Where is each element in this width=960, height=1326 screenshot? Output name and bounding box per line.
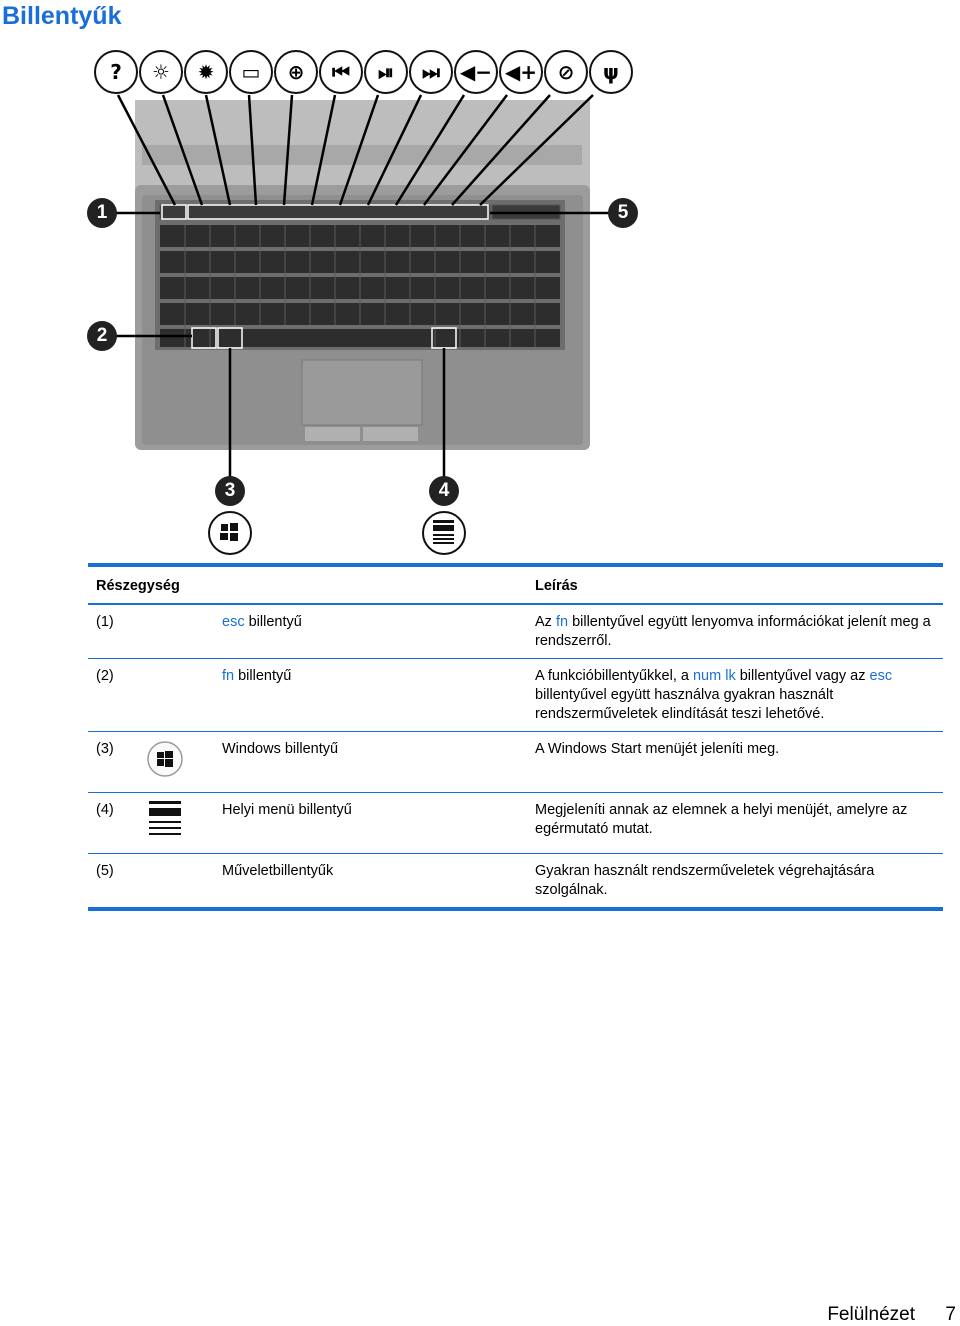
windows-logo-icon <box>146 740 184 784</box>
volume-up-icon: ◀+ <box>499 50 543 94</box>
row-name: Windows billentyű <box>222 741 339 757</box>
volume-down-icon: ◀− <box>454 50 498 94</box>
display-switch-icon: ▭ <box>229 50 273 94</box>
callout-4: 4 <box>429 476 459 506</box>
table-top-rule <box>88 563 943 567</box>
row-name: fn billentyű <box>222 667 291 686</box>
brightness-down-icon: ☼ <box>139 50 183 94</box>
row-description: Gyakran használt rendszerműveletek végre… <box>535 863 875 898</box>
brightness-up-icon: ✹ <box>184 50 228 94</box>
row-number: (2) <box>96 668 114 684</box>
table-row: (3) Windows billentyű A Windows Start me… <box>88 731 943 792</box>
component-table: Részegység Leírás (1) esc billentyű Az f… <box>88 563 943 911</box>
row-number: (5) <box>96 863 114 879</box>
page-number: 7 <box>945 1304 956 1325</box>
row-description: Megjeleníti annak az elemnek a helyi men… <box>535 802 908 837</box>
callout-2: 2 <box>87 321 117 351</box>
row-name-text: billentyű <box>244 614 302 630</box>
header-description: Leírás <box>535 578 578 594</box>
play-pause-icon: ⏯ <box>364 50 408 94</box>
table-row: (5) Műveletbillentyűk Gyakran használt r… <box>88 853 943 907</box>
windows-logo-icon <box>208 511 252 555</box>
row-name-keyword: fn <box>222 668 235 684</box>
row-name: Helyi menü billentyű <box>222 802 352 818</box>
callout-3: 3 <box>215 476 245 506</box>
laptop-keyboard-illustration <box>116 94 610 480</box>
table-row: (4) Helyi menü billentyű Megjeleníti ann… <box>88 792 943 853</box>
row-description: A funkcióbillentyűkkel, a num lk billent… <box>535 668 893 722</box>
row-name-keyword: esc <box>222 614 245 630</box>
menu-icon <box>146 799 184 845</box>
wireless-icon: ψ <box>589 50 633 94</box>
row-description: A Windows Start menüjét jeleníti meg. <box>535 741 780 757</box>
table-row: (2) fn billentyű A funkcióbillentyűkkel,… <box>88 658 943 731</box>
callout-5: 5 <box>608 198 638 228</box>
row-number: (1) <box>96 614 114 630</box>
mute-icon: ⊘ <box>544 50 588 94</box>
web-icon: ⊕ <box>274 50 318 94</box>
row-name: esc billentyű <box>222 613 302 632</box>
header-part: Részegység <box>96 578 180 594</box>
table-bottom-rule <box>88 907 943 911</box>
keyboard-figure: ? ☼ ✹ ▭ ⊕ ⏮ ⏯ ⏭ ◀− ◀+ ⊘ ψ 1 2 3 4 5 <box>80 45 680 560</box>
footer-section-name: Felülnézet <box>827 1304 915 1325</box>
previous-track-icon: ⏮ <box>319 50 363 94</box>
row-number: (3) <box>96 741 114 757</box>
next-track-icon: ⏭ <box>409 50 453 94</box>
row-name: Műveletbillentyűk <box>222 863 334 879</box>
row-description: Az fn billentyűvel együtt lenyomva infor… <box>535 614 931 649</box>
menu-icon <box>422 511 466 555</box>
row-number: (4) <box>96 802 114 818</box>
row-name-text: billentyű <box>234 668 292 684</box>
table-header-row: Részegység Leírás <box>88 567 943 603</box>
help-icon: ? <box>94 50 138 94</box>
function-key-icon-row: ? ☼ ✹ ▭ ⊕ ⏮ ⏯ ⏭ ◀− ◀+ ⊘ ψ <box>94 50 633 94</box>
callout-1: 1 <box>87 198 117 228</box>
table-row: (1) esc billentyű Az fn billentyűvel egy… <box>88 603 943 658</box>
page-title: Billentyűk <box>2 2 122 30</box>
